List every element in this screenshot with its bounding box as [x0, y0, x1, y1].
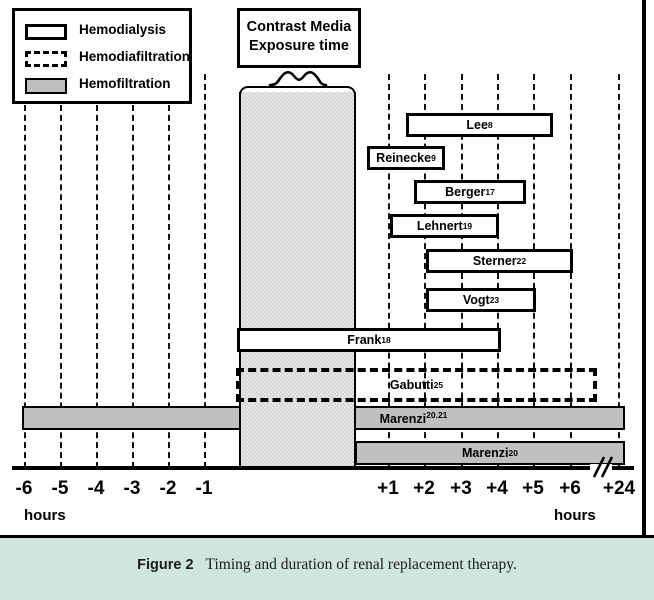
tick-label-+5: +5	[522, 478, 544, 499]
bar-ref-marenzi-20: 20	[508, 448, 518, 458]
bar-ref-marenzi-2021: 20.21	[426, 409, 448, 420]
tick-label-+3: +3	[450, 478, 472, 499]
figure-caption-text: Timing and duration of renal replacement…	[205, 556, 517, 573]
bar-ref-reinecke: 9	[431, 153, 436, 163]
curly-brace-icon	[268, 70, 328, 86]
bar-label-berger: Berger	[445, 185, 486, 199]
tick-label--5: -5	[51, 478, 69, 499]
bar-label-lee: Lee	[466, 118, 488, 132]
figure-number: Figure 2	[137, 557, 194, 573]
tick-label--2: -2	[159, 478, 177, 499]
gridline--1	[204, 74, 206, 468]
bar-label-lehnert: Lehnert	[416, 219, 463, 233]
bar-ref-lehnert: 19	[462, 221, 473, 231]
tick-label-+24: +24	[602, 478, 636, 499]
legend-item-hemofiltration: Hemofiltration	[25, 74, 187, 98]
contrast-label-line1: Contrast Media	[246, 19, 352, 35]
legend-item-hemodiafiltration: Hemodiafiltration	[25, 47, 191, 71]
x-axis-line	[12, 466, 634, 470]
open-rectangle-icon	[25, 24, 67, 40]
contrast-media-label-box: Contrast Media Exposure time	[237, 8, 361, 68]
contrast-media-column-cap	[239, 86, 356, 100]
tick-label-+2: +2	[413, 478, 435, 499]
legend-label-hemofiltration: Hemofiltration	[79, 76, 171, 91]
gridline-+2	[424, 74, 426, 468]
legend-label-hemodialysis: Hemodialysis	[79, 22, 167, 37]
bar-ref-frank: 18	[381, 335, 391, 345]
figure-caption: Figure 2 Timing and duration of renal rep…	[0, 556, 654, 574]
dashed-rectangle-icon	[25, 51, 67, 67]
tick-label--1: -1	[195, 478, 213, 499]
tick-label-+6: +6	[559, 478, 581, 499]
tick-label--4: -4	[87, 478, 105, 499]
gridline-+1	[388, 74, 390, 468]
contrast-media-column-overlay	[239, 398, 356, 466]
bar-ref-lee: 8	[487, 120, 493, 130]
axis-unit-left: hours	[24, 507, 66, 524]
gridline-+24	[618, 74, 620, 468]
bar-ref-berger: 17	[485, 187, 495, 197]
gridline--3	[132, 105, 134, 468]
axis-unit-right: hours	[554, 507, 596, 524]
bar-label-reinecke: Reinecke	[376, 151, 432, 165]
bar-label-gabutti: Gabutti	[389, 378, 434, 392]
gridline--4	[96, 105, 98, 468]
bar-ref-vogt: 23	[489, 295, 500, 305]
caption-band: Figure 2 Timing and duration of renal rep…	[0, 535, 654, 600]
tick-label--6: -6	[15, 478, 33, 499]
bar-label-marenzi-20: Marenzi	[461, 446, 509, 460]
legend-label-hemodiafiltration: Hemodiafiltration	[79, 49, 191, 64]
filled-rectangle-icon	[25, 78, 67, 94]
tick-label--3: -3	[123, 478, 141, 499]
gridline--2	[168, 105, 170, 468]
gridline--5	[60, 105, 62, 468]
bar-label-sterner: Sterner	[472, 254, 517, 268]
bar-label-marenzi-2021: Marenzi	[379, 412, 427, 427]
contrast-label-line2: Exposure time	[249, 38, 349, 54]
bar-label-frank: Frank	[347, 333, 382, 347]
tick-label-+1: +1	[377, 478, 399, 499]
bar-ref-sterner: 22	[516, 256, 527, 266]
bar-ref-gabutti: 25	[433, 380, 444, 390]
axis-break-icon	[590, 456, 614, 478]
bar-label-vogt: Vogt	[462, 293, 490, 307]
tick-label-+4: +4	[486, 478, 508, 499]
legend-box: Hemodialysis Hemodiafiltration Hemofiltr…	[12, 8, 192, 104]
legend-item-hemodialysis: Hemodialysis	[25, 20, 187, 44]
gridline--6	[24, 105, 26, 468]
